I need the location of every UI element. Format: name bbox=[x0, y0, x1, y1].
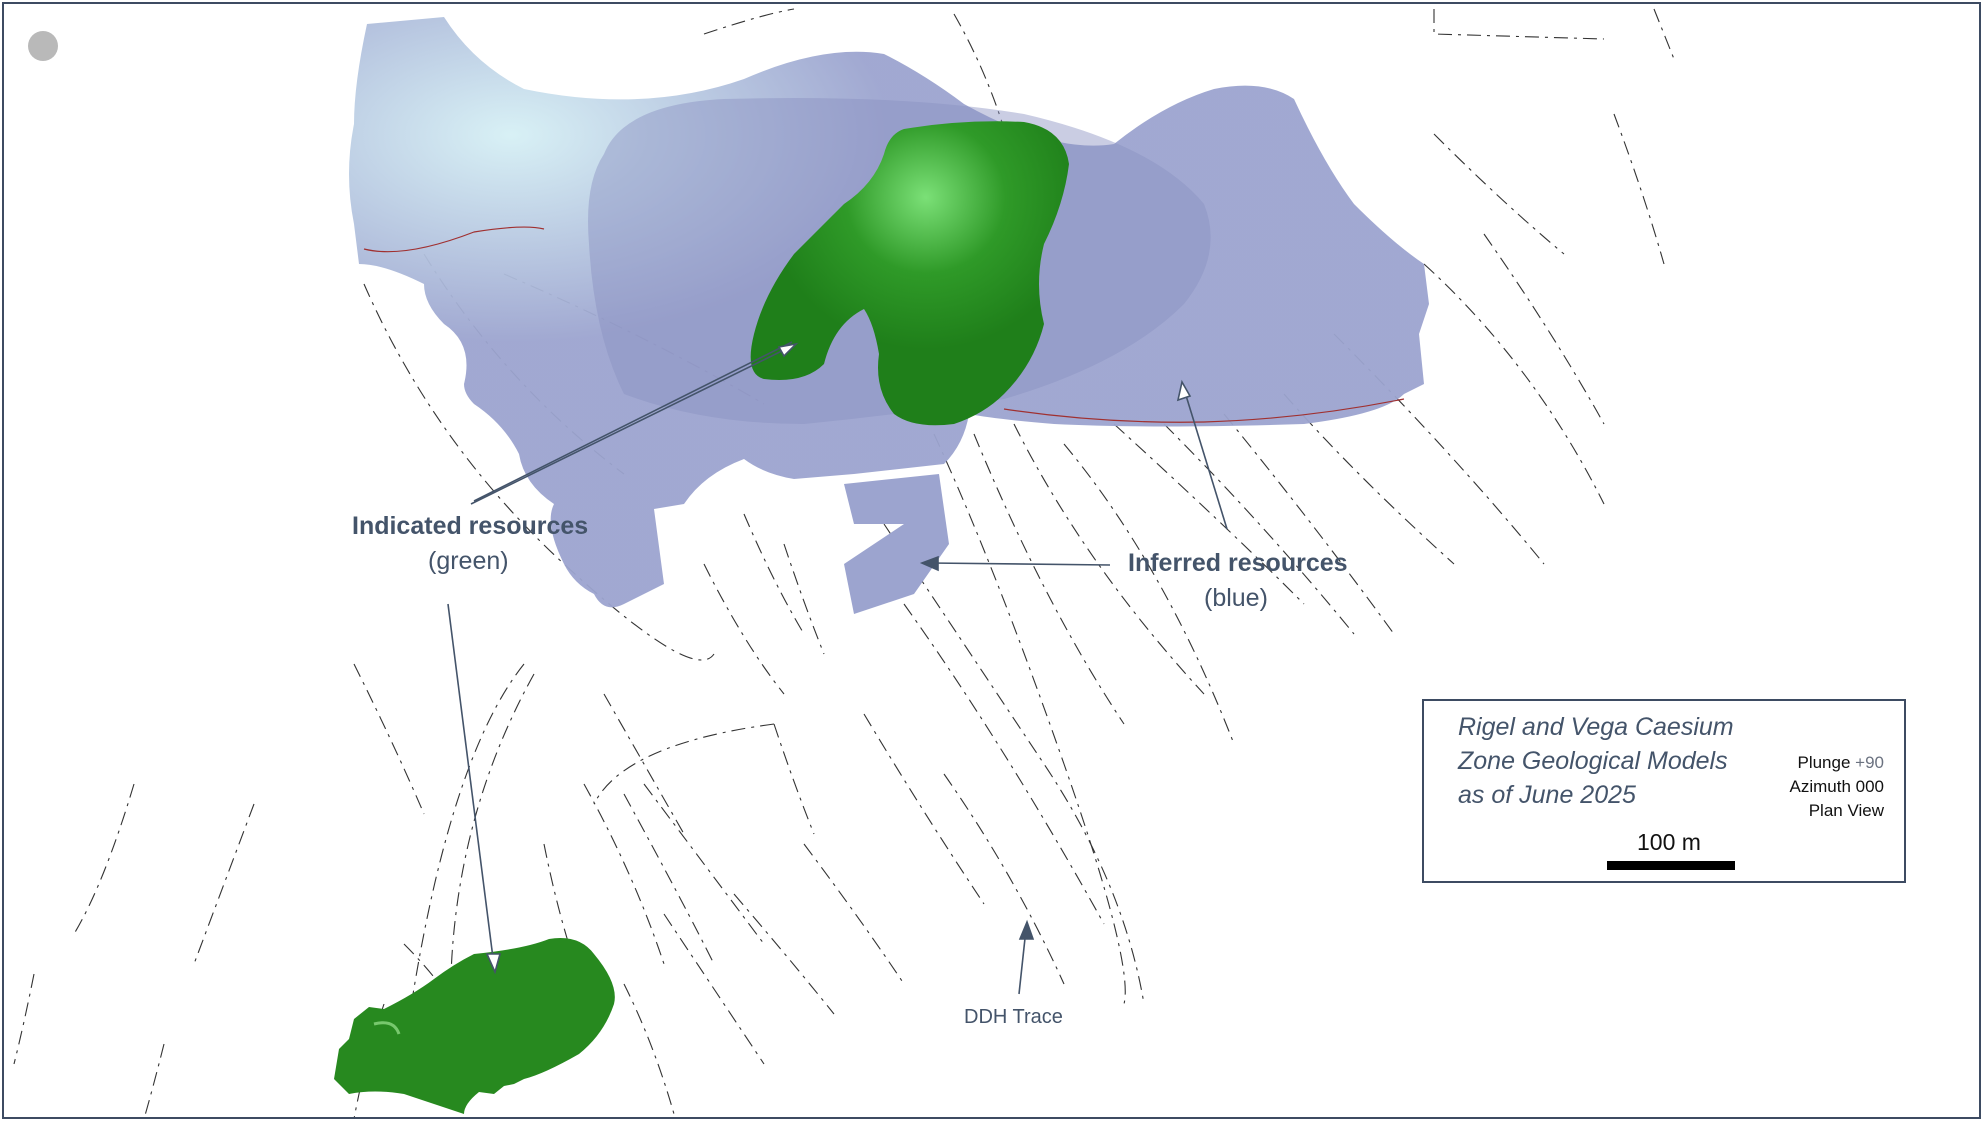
indicated-resource-upper bbox=[750, 121, 1069, 426]
scale-label: 100 m bbox=[1637, 829, 1701, 855]
indicated-resources-sublabel: (green) bbox=[428, 547, 509, 575]
circle-logo-icon bbox=[28, 31, 58, 61]
ddh-trace-line bbox=[1063, 443, 1235, 745]
legend-title-line-1: Rigel and Vega Caesium bbox=[1458, 713, 1734, 741]
plunge-line: Plunge +90 bbox=[1797, 753, 1884, 773]
ddh-trace-line bbox=[1423, 263, 1605, 505]
ddh-trace-line bbox=[623, 793, 715, 965]
ddh-trace-line bbox=[1653, 8, 1675, 60]
ddh-trace-line bbox=[353, 663, 425, 815]
ddh-trace-line bbox=[1013, 423, 1205, 695]
ddh-trace-line bbox=[803, 843, 905, 985]
ddh-trace-line bbox=[903, 603, 1105, 925]
annotation-arrows bbox=[447, 341, 1228, 995]
ddh-trace-line bbox=[973, 433, 1125, 725]
indicated-resources-label: Indicated resources bbox=[352, 512, 589, 540]
inferred-left-arrow bbox=[928, 562, 1111, 566]
ddh-trace-line bbox=[583, 783, 665, 965]
ddh-trace-line bbox=[603, 693, 685, 835]
ddh-trace-line bbox=[773, 723, 815, 835]
scale-bar bbox=[1607, 861, 1735, 870]
ddh-trace-line bbox=[733, 893, 835, 1015]
ddh-trace-line bbox=[1283, 393, 1455, 565]
ddh-trace-line bbox=[403, 943, 475, 1035]
ddh-trace-line bbox=[703, 563, 785, 695]
ddh-trace-line bbox=[73, 783, 135, 935]
ddh-trace-line bbox=[943, 773, 1065, 985]
ddh-trace-line bbox=[1483, 233, 1605, 425]
indicated-resource-lower bbox=[334, 938, 615, 1114]
ddh-trace-line bbox=[363, 283, 715, 661]
ddh-trace-line bbox=[1113, 423, 1305, 605]
ddh-trace-line bbox=[933, 433, 1126, 1005]
ddh-trace-line bbox=[1433, 133, 1565, 255]
ddh-trace-line bbox=[623, 983, 675, 1115]
ddh-trace-line bbox=[143, 1043, 165, 1117]
geological-plan-map bbox=[13, 8, 1675, 1117]
ddh-arrow bbox=[1018, 928, 1027, 995]
ddh-trace-line bbox=[1433, 9, 1605, 40]
legend-title-line-2: Zone Geological Models bbox=[1458, 747, 1728, 775]
inferred-resources-label: Inferred resources bbox=[1128, 549, 1348, 577]
ddh-trace-line bbox=[863, 713, 985, 905]
plunge-label: Plunge bbox=[1797, 753, 1851, 772]
ddh-trace-line bbox=[1223, 413, 1395, 635]
azimuth-line: Azimuth 000 bbox=[1789, 777, 1885, 796]
inferred-right-arrow bbox=[1183, 388, 1228, 530]
ddh-trace-line bbox=[703, 8, 795, 35]
ddh-trace-line bbox=[1163, 423, 1355, 635]
view-line: Plan View bbox=[1808, 801, 1884, 820]
ddh-trace-line bbox=[193, 803, 255, 965]
ddh-trace-line bbox=[783, 543, 825, 655]
ddh-trace-line bbox=[403, 663, 525, 1055]
ddh-trace-line bbox=[643, 783, 765, 945]
indicated-upper-arrow bbox=[470, 344, 795, 505]
ddh-trace-line bbox=[743, 513, 805, 635]
ddh-trace-line bbox=[1333, 333, 1545, 565]
legend-title-line-3: as of June 2025 bbox=[1458, 781, 1636, 809]
ddh-trace-line bbox=[13, 973, 35, 1065]
ddh-trace-line bbox=[593, 723, 775, 805]
ddh-trace-line bbox=[663, 913, 765, 1065]
ddh-trace-line bbox=[883, 523, 1145, 1005]
inferred-resources-sublabel: (blue) bbox=[1204, 584, 1268, 612]
ddh-trace-label: DDH Trace bbox=[964, 1006, 1063, 1028]
ddh-trace-line bbox=[1613, 113, 1665, 265]
plunge-value: +90 bbox=[1855, 753, 1884, 772]
indicated-lower-arrow bbox=[447, 603, 495, 967]
ddh-trace-line bbox=[953, 13, 1015, 165]
legend-box: Rigel and Vega Caesium Zone Geological M… bbox=[1422, 699, 1906, 883]
